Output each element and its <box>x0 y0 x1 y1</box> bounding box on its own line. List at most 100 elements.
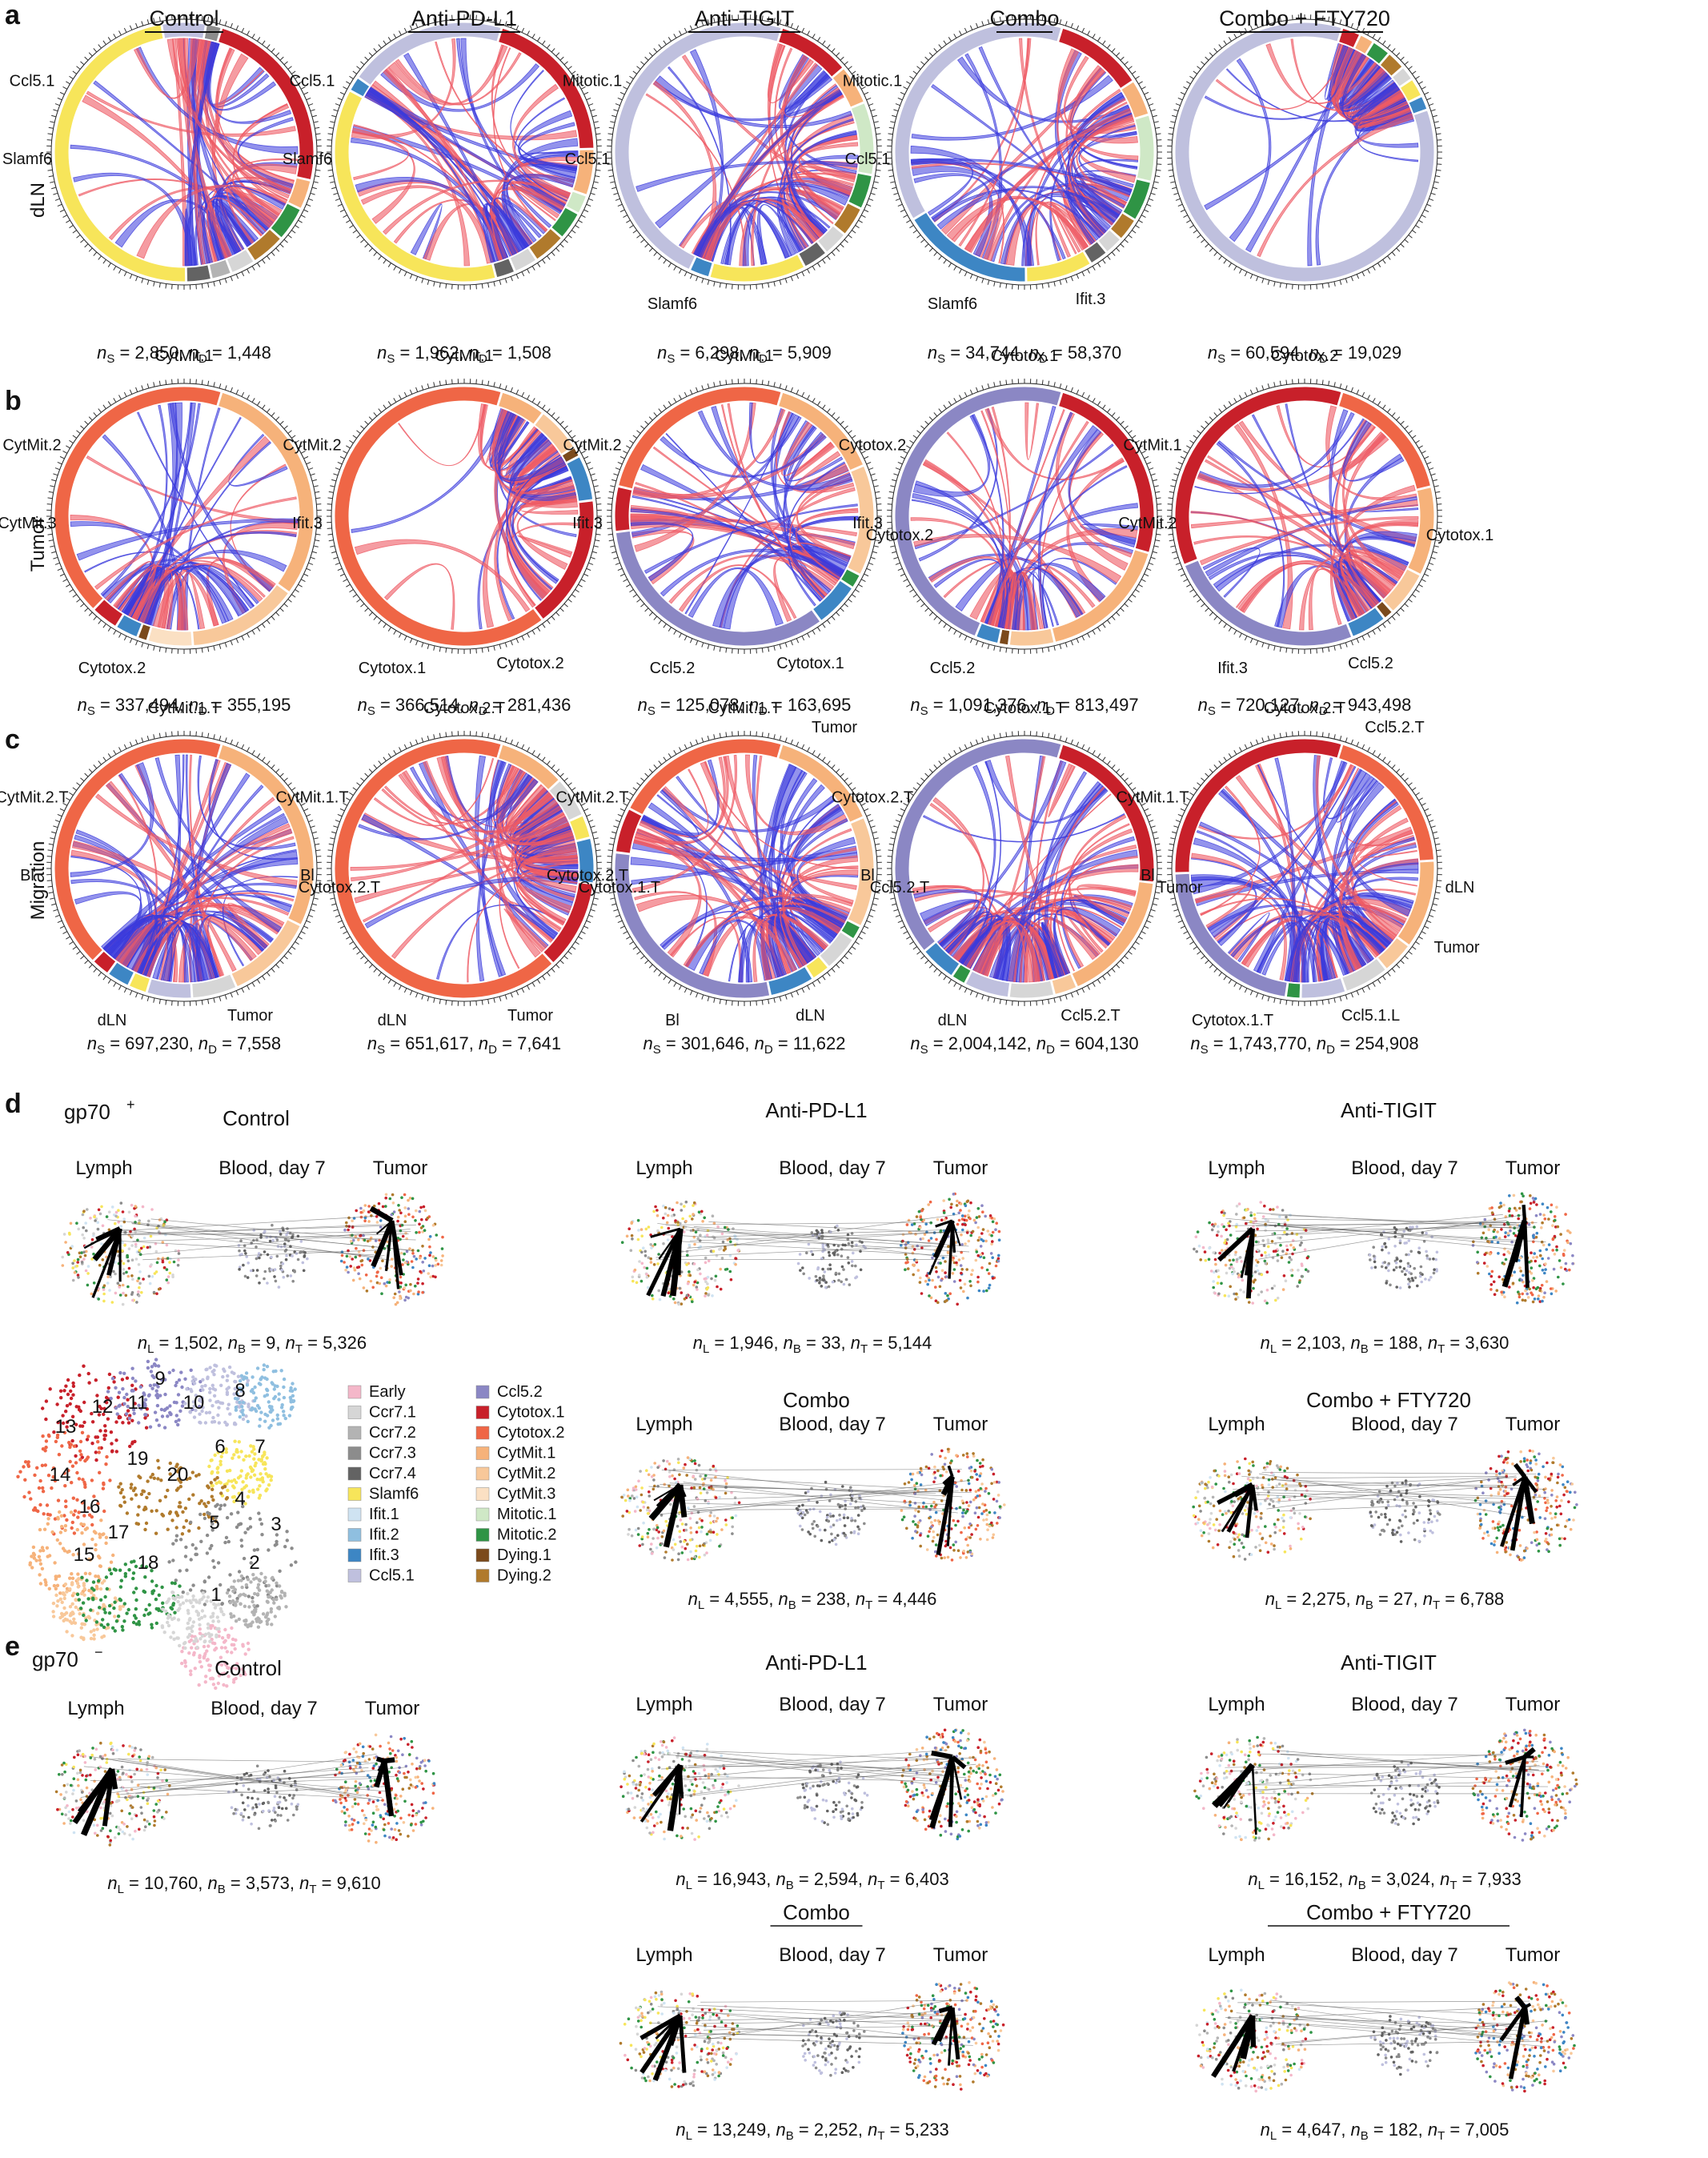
chord-ribbon <box>697 410 852 490</box>
tick-mark <box>895 103 900 106</box>
tick-mark <box>1076 389 1080 395</box>
umap-point <box>1272 1208 1275 1211</box>
tick-mark <box>300 579 306 582</box>
tick-mark <box>801 271 805 277</box>
chord-ribbon <box>798 165 856 190</box>
tick-mark <box>219 644 222 649</box>
tick-mark <box>235 389 239 395</box>
umap-point <box>112 1270 115 1274</box>
tick-mark <box>668 753 672 758</box>
umap-point <box>701 1220 704 1223</box>
tick-mark <box>855 439 860 443</box>
tick-mark <box>768 16 770 22</box>
umap-point <box>148 1282 152 1286</box>
tick-mark <box>356 66 361 70</box>
tick-mark <box>387 401 391 406</box>
tick-mark <box>852 230 856 234</box>
tick-mark <box>123 271 127 277</box>
tick-mark <box>756 14 757 20</box>
tick-mark <box>636 430 641 434</box>
umap-point <box>122 1217 126 1221</box>
tick-mark <box>315 849 321 852</box>
umap-point <box>674 1219 677 1222</box>
tick-mark <box>632 946 637 950</box>
umap-point <box>920 1209 924 1213</box>
tick-mark <box>1205 960 1209 965</box>
umap-point <box>110 1205 114 1209</box>
tick-mark <box>72 946 77 950</box>
tick-mark <box>591 187 597 190</box>
umap-point <box>1261 1239 1265 1242</box>
umap-point <box>854 1276 857 1280</box>
tick-mark <box>1382 259 1386 264</box>
tick-mark <box>1437 527 1442 529</box>
tick-mark <box>51 479 57 482</box>
umap-point <box>926 1282 929 1286</box>
tick-mark <box>888 533 893 535</box>
tick-mark <box>333 473 339 476</box>
tick-mark <box>475 284 477 290</box>
tick-mark <box>1120 608 1125 612</box>
chord-ribbon <box>796 507 859 580</box>
tick-mark <box>439 283 441 288</box>
tick-mark <box>596 527 602 529</box>
umap-point <box>407 1213 411 1216</box>
tick-mark <box>1321 283 1324 289</box>
tick-mark <box>327 503 332 505</box>
tick-mark <box>213 645 215 651</box>
tick-mark <box>1059 383 1062 389</box>
tick-mark <box>912 946 917 950</box>
umap-point <box>840 1254 844 1257</box>
tick-mark <box>916 66 921 70</box>
tick-mark <box>684 744 688 749</box>
tick-mark <box>98 255 102 260</box>
tick-mark <box>897 920 903 924</box>
tick-mark <box>383 404 387 409</box>
tick-mark <box>451 1001 453 1006</box>
tick-mark <box>521 27 525 33</box>
tick-mark <box>761 1000 764 1005</box>
tick-mark <box>46 139 52 141</box>
tick-mark <box>887 856 892 857</box>
tick-mark <box>403 988 407 993</box>
tick-mark <box>663 259 667 264</box>
tick-mark <box>1228 753 1232 758</box>
chord-diagram <box>46 14 322 290</box>
segment-ccl5.2 <box>894 386 1062 637</box>
tick-mark <box>903 451 908 454</box>
umap-point <box>441 1235 444 1239</box>
tick-mark <box>62 86 68 90</box>
tick-mark <box>1396 52 1401 57</box>
tick-mark <box>1415 439 1420 443</box>
umap-point <box>847 1262 851 1265</box>
umap-point <box>727 1228 730 1231</box>
tick-mark <box>595 849 601 852</box>
umap-point <box>654 1205 657 1209</box>
tick-mark <box>912 594 917 598</box>
umap-point <box>348 1255 352 1258</box>
umap-point <box>255 1257 259 1261</box>
chord-ribbon <box>652 80 717 259</box>
tick-mark <box>1152 903 1157 906</box>
tick-mark <box>1005 1000 1008 1005</box>
tick-mark <box>298 81 303 85</box>
tick-mark <box>586 813 591 817</box>
tick-mark <box>356 782 361 786</box>
tick-mark <box>257 627 261 632</box>
umap-point <box>680 1302 684 1306</box>
tick-mark <box>784 278 788 283</box>
tick-mark <box>906 445 911 449</box>
tick-mark <box>219 996 222 1001</box>
tick-mark <box>1012 731 1013 736</box>
tick-mark <box>129 274 133 279</box>
umap-point <box>138 1286 141 1290</box>
chord-ribbon <box>351 408 508 533</box>
tick-mark <box>658 255 662 260</box>
umap-point <box>680 1209 684 1212</box>
tick-mark <box>1436 533 1441 535</box>
umap-point <box>101 1258 105 1262</box>
tick-mark <box>1193 946 1197 950</box>
tick-mark <box>224 994 227 1000</box>
tick-mark <box>1167 503 1173 505</box>
umap-point <box>399 1297 402 1301</box>
